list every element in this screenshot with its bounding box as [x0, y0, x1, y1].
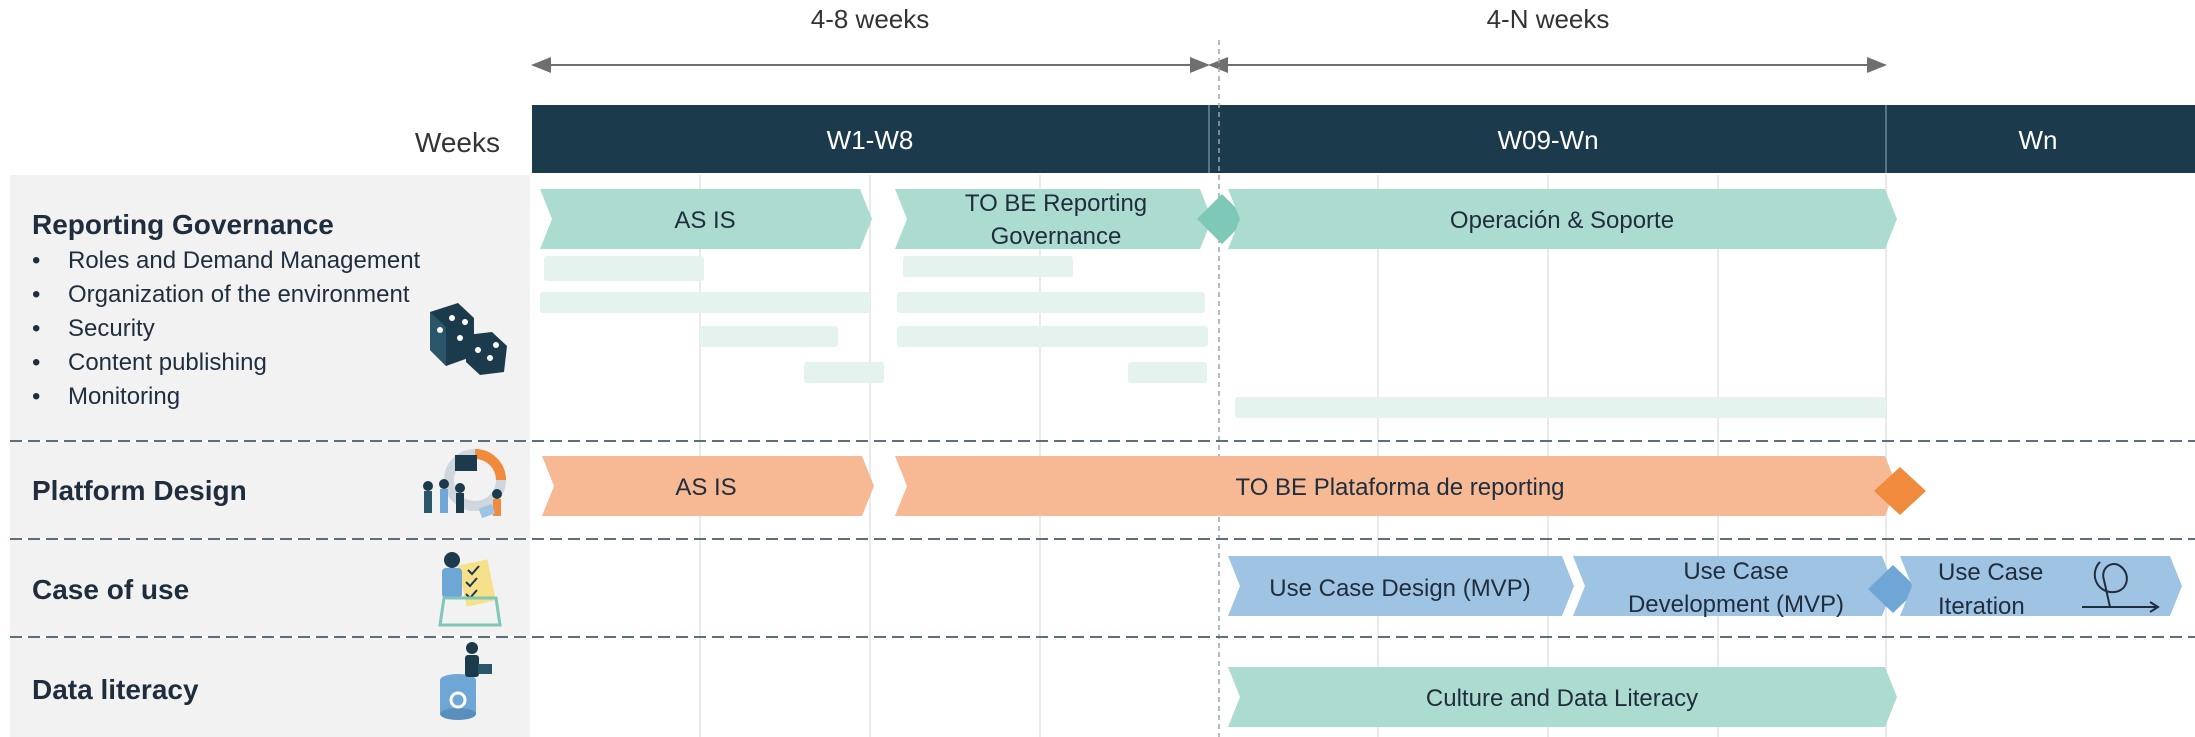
bar-platform-as-is-label: AS IS	[675, 474, 736, 501]
bar-operacion-soporte	[1228, 189, 1897, 249]
svg-text:•: •	[32, 349, 40, 376]
bar-use-case-design	[1228, 556, 1574, 616]
span-left-label: 4-8 weeks	[811, 4, 930, 34]
row-panel-reporting-governance	[10, 175, 530, 440]
milestone-reporting-governance	[1197, 194, 1247, 244]
svg-text:•: •	[32, 315, 40, 342]
bar-culture-data-literacy	[1228, 667, 1897, 727]
bar-use-case-iteration-label-1: Use Case	[1938, 559, 2043, 586]
span-right-label: 4-N weeks	[1487, 4, 1610, 34]
milestone-case-of-use	[1868, 565, 1918, 613]
row-title-case-of-use: Case of use	[32, 574, 189, 605]
svg-text:•: •	[32, 247, 40, 274]
team-meeting-icon	[423, 449, 506, 519]
bullet-content-publishing: Content publishing	[68, 349, 267, 376]
milestone-platform-design	[1874, 467, 1926, 515]
bar-reporting-to-be-label-1: TO BE Reporting	[965, 190, 1147, 217]
header-column-w09-wn: W09-Wn	[1497, 125, 1598, 155]
bar-use-case-development	[1573, 556, 1894, 616]
bar-use-case-design-label: Use Case Design (MVP)	[1269, 575, 1530, 602]
bullet-monitoring: Monitoring	[68, 383, 180, 410]
row-title-reporting-governance: Reporting Governance	[32, 209, 334, 240]
bar-operacion-soporte-label: Operación & Soporte	[1450, 207, 1674, 234]
bar-reporting-as-is-label: AS IS	[674, 207, 735, 234]
reporting-governance-bullets: • Roles and Demand Management • Organizati…	[32, 247, 421, 410]
header-bar	[532, 105, 2195, 173]
checklist-person-icon	[438, 552, 502, 627]
bar-use-case-development-label-1: Use Case	[1683, 558, 1788, 585]
svg-text:•: •	[32, 281, 40, 308]
row-title-data-literacy: Data literacy	[32, 674, 199, 705]
bullet-roles: Roles and Demand Management	[68, 247, 421, 274]
bar-platform-as-is	[542, 456, 874, 516]
bar-reporting-to-be	[895, 189, 1212, 249]
bar-use-case-iteration	[1900, 556, 2182, 616]
row-separators	[10, 440, 2195, 638]
iteration-loop-icon	[2082, 561, 2160, 613]
header-column-wn: Wn	[2019, 125, 2058, 155]
bullet-organization: Organization of the environment	[68, 281, 410, 308]
weeks-label: Weeks	[415, 127, 500, 158]
subtask-placeholders	[540, 256, 1886, 418]
bar-reporting-to-be-label-2: Governance	[991, 223, 1122, 250]
bar-reporting-as-is	[540, 189, 872, 249]
bar-use-case-iteration-label-2: Iteration	[1938, 593, 2025, 620]
dice-icon	[430, 303, 507, 375]
svg-text:•: •	[32, 383, 40, 410]
database-person-icon	[440, 642, 492, 720]
bar-culture-data-literacy-label: Culture and Data Literacy	[1426, 685, 1698, 712]
bar-platform-to-be-label: TO BE Plataforma de reporting	[1235, 474, 1564, 501]
header-column-w1-w8: W1-W8	[827, 125, 914, 155]
bar-platform-to-be	[895, 456, 1897, 516]
bar-use-case-development-label-2: Development (MVP)	[1628, 591, 1844, 618]
bullet-security: Security	[68, 315, 155, 342]
row-title-platform-design: Platform Design	[32, 475, 247, 506]
